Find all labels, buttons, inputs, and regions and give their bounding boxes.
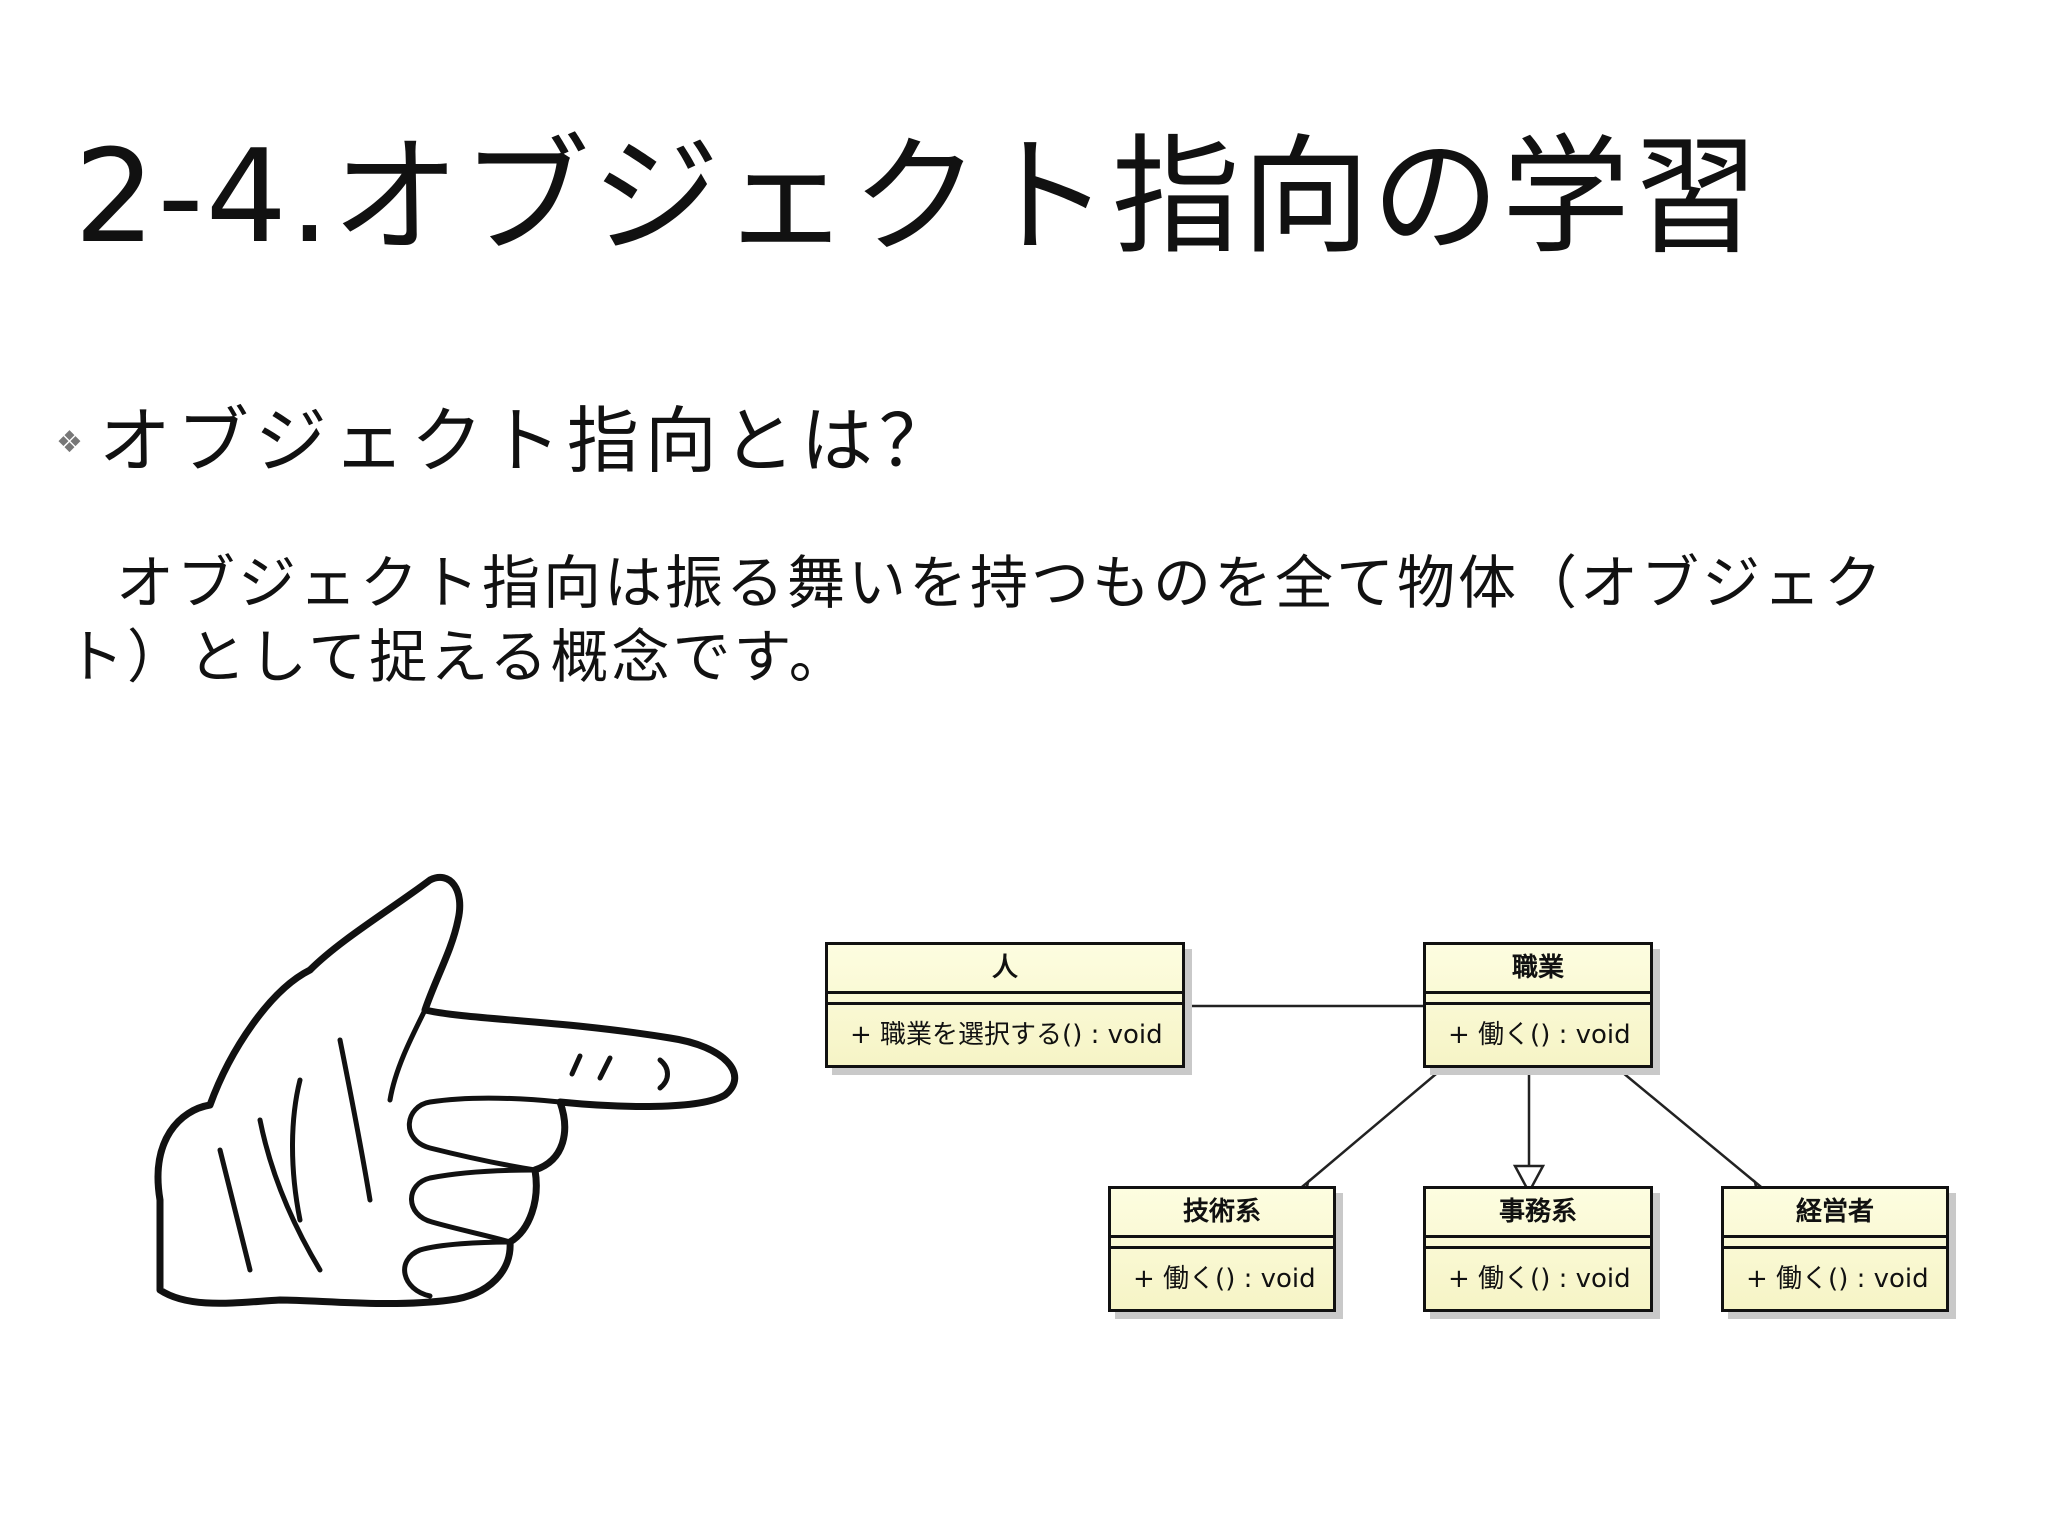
bullet-heading: オブジェクト指向とは？ — [98, 399, 957, 483]
uml-class-person: 人 + 職業を選択する() : void — [825, 942, 1185, 1068]
generalization-line-engineer — [1307, 1057, 1456, 1183]
uml-class-name: 経営者 — [1724, 1189, 1946, 1238]
uml-class-engineer: 技術系 + 働く() : void — [1108, 1186, 1336, 1312]
uml-operation: + 働く() : void — [1746, 1264, 1929, 1294]
diamond-bullet-icon: ❖ — [56, 425, 83, 460]
uml-class-clerical: 事務系 + 働く() : void — [1423, 1186, 1653, 1312]
uml-class-manager: 経営者 + 働く() : void — [1721, 1186, 1949, 1312]
uml-operation: + 働く() : void — [1448, 1020, 1631, 1050]
uml-class-diagram: 人 + 職業を選択する() : void 職業 + 働く() : void 技術… — [815, 920, 2015, 1340]
slide-title: 2-4.オブジェクト指向の学習 — [74, 123, 1762, 272]
uml-class-name: 事務系 — [1426, 1189, 1650, 1238]
uml-class-name: 人 — [828, 945, 1182, 994]
uml-operation: + 職業を選択する() : void — [850, 1020, 1163, 1050]
uml-class-job: 職業 + 働く() : void — [1423, 942, 1653, 1068]
inheritance-arrow-clerical — [1512, 1164, 1546, 1195]
uml-class-name: 技術系 — [1111, 1189, 1333, 1238]
pointing-hand-icon — [154, 874, 739, 1308]
uml-operation: + 働く() : void — [1448, 1264, 1631, 1294]
uml-operation: + 働く() : void — [1133, 1264, 1316, 1294]
uml-class-name: 職業 — [1426, 945, 1650, 994]
generalization-line-manager — [1604, 1057, 1756, 1183]
body-text: オブジェクト指向は振る舞いを持つものを全て物体（オブジェクト）として捉える概念で… — [66, 549, 1886, 691]
bullet-row: ❖ オブジェクト指向とは？ — [56, 382, 957, 487]
